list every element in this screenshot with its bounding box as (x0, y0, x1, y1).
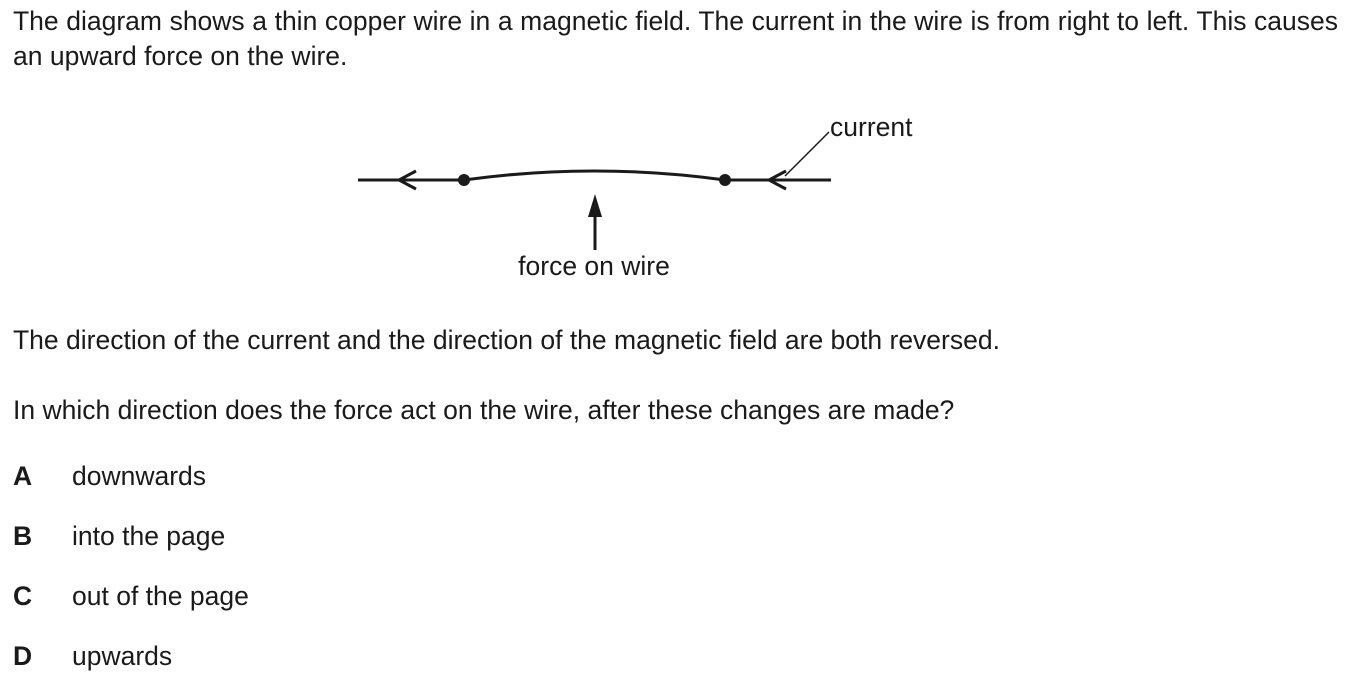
force-arrow-up-icon (588, 194, 602, 217)
current-label: current (830, 112, 913, 142)
option-letter: B (13, 521, 33, 551)
option-letter: D (13, 641, 33, 671)
current-arrow-left-icon (395, 169, 417, 191)
option-text: out of the page (72, 581, 249, 611)
question-statement: The direction of the current and the dir… (13, 325, 1000, 355)
current-arrow-right-icon (765, 169, 787, 191)
force-label: force on wire (518, 251, 670, 281)
option-letter: C (13, 581, 33, 611)
option-text: into the page (72, 521, 226, 551)
option-text: upwards (72, 641, 173, 671)
option-text: downwards (72, 461, 207, 491)
copper-wire (463, 169, 726, 182)
wire-contact-dot-right (719, 174, 731, 186)
current-leader-line (784, 131, 830, 177)
option-letter: A (13, 461, 33, 491)
question-prompt: In which direction does the force act on… (13, 395, 955, 425)
question-intro: The diagram shows a thin copper wire in … (13, 6, 1338, 71)
wire-contact-dot-left (458, 174, 470, 186)
